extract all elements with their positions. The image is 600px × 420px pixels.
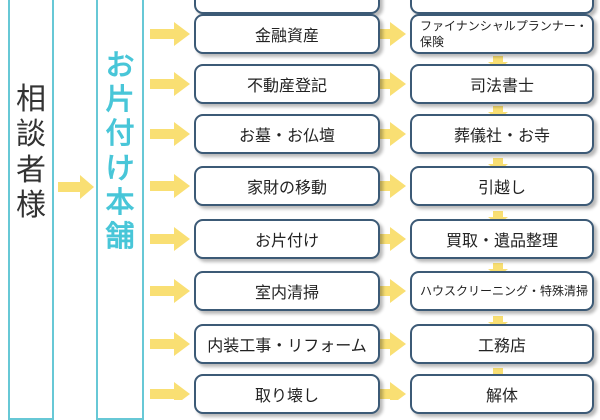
- arrow-service-to-pro: [368, 332, 406, 356]
- consultant-label: 相 談 者 様: [10, 82, 52, 224]
- shop-char: 舗: [105, 219, 135, 254]
- arrow-shop-to-service: [150, 279, 190, 303]
- arrow-shop-to-service: [150, 382, 190, 400]
- service-label: 取り壊し: [254, 386, 319, 405]
- shop-label: お 片 付 け 本 舗: [98, 48, 142, 253]
- shop-column: お 片 付 け 本 舗: [96, 0, 144, 420]
- consultant-column: 相 談 者 様: [8, 0, 54, 420]
- arrow-down: [488, 158, 508, 172]
- arrow-shop-to-service: [150, 122, 190, 146]
- service-box: お片付け: [194, 219, 380, 259]
- professional-box: 司法書士: [410, 64, 594, 104]
- professional-label: 工務店: [477, 336, 526, 355]
- service-label: 不動産登記: [246, 76, 327, 95]
- shop-char: 片: [105, 82, 135, 117]
- shop-char: け: [105, 150, 135, 185]
- arrow-shop-to-service: [150, 22, 190, 46]
- arrow-down: [488, 56, 508, 70]
- arrow-down: [488, 106, 508, 120]
- consultant-char: 様: [16, 188, 46, 224]
- service-label: お片付け: [254, 231, 319, 250]
- arrow-service-to-pro: [368, 174, 406, 198]
- service-label: 室内清掃: [254, 283, 319, 302]
- arrow-down: [488, 211, 508, 225]
- professional-label: 引越し: [477, 178, 526, 197]
- service-label: 家財の移動: [246, 178, 327, 197]
- service-box: 室内清掃: [194, 271, 380, 311]
- arrow-shop-to-service: [150, 332, 190, 356]
- professional-box: 解体: [410, 374, 594, 414]
- professional-box: [410, 0, 594, 14]
- shop-char: 本: [105, 184, 135, 219]
- professional-box: ハウスクリーニング・特殊清掃: [410, 271, 594, 311]
- flow-arrows: [58, 3, 508, 400]
- consultant-char: 相: [16, 82, 46, 117]
- professional-box: 葬儀社・お寺: [410, 114, 594, 154]
- consultant-char: 者: [16, 152, 46, 188]
- professional-label: 解体: [485, 386, 518, 405]
- professional-label: 葬儀社・お寺: [453, 126, 550, 145]
- service-box: [194, 0, 380, 14]
- professional-box: ファイナンシャルプランナー・保険: [410, 14, 594, 54]
- service-label: 金融資産: [254, 26, 319, 45]
- professional-box: 工務店: [410, 324, 594, 364]
- professional-box: 買取・遺品整理: [410, 219, 594, 259]
- service-box: 金融資産: [194, 14, 380, 54]
- shop-char: お: [105, 48, 135, 82]
- arrow-service-to-pro: [368, 279, 406, 303]
- consultant-char: 談: [16, 117, 46, 153]
- service-label: お墓・お仏壇: [238, 126, 335, 145]
- service-box: 取り壊し: [194, 374, 380, 414]
- shop-char: 付: [105, 116, 135, 151]
- arrow-shop-to-service: [150, 174, 190, 198]
- service-box: 不動産登記: [194, 64, 380, 104]
- service-box: 家財の移動: [194, 166, 380, 206]
- arrow-service-to-pro: [368, 22, 406, 46]
- professional-label: ファイナンシャルプランナー・保険: [420, 18, 588, 49]
- arrow-down: [488, 316, 508, 330]
- professional-label: 買取・遺品整理: [445, 231, 558, 250]
- service-box: 内装工事・リフォーム: [194, 324, 380, 364]
- professional-box: 引越し: [410, 166, 594, 206]
- arrow-service-to-pro: [368, 122, 406, 146]
- professional-label: 司法書士: [469, 76, 534, 95]
- arrow-service-to-pro: [368, 227, 406, 251]
- arrow-consultant-to-shop: [58, 175, 94, 199]
- arrow-shop-to-service: [150, 72, 190, 96]
- arrow-down: [488, 263, 508, 277]
- arrow-shop-to-service: [150, 227, 190, 251]
- service-box: お墓・お仏壇: [194, 114, 380, 154]
- service-label: 内装工事・リフォーム: [207, 336, 367, 355]
- professional-label: ハウスクリーニング・特殊清掃: [420, 283, 589, 298]
- arrow-service-to-pro: [368, 72, 406, 96]
